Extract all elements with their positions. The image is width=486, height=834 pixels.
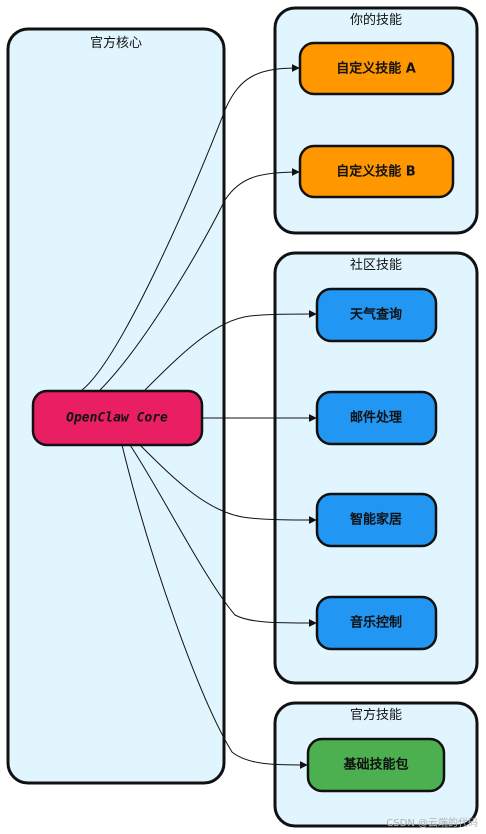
node-smart-home-label: 智能家居 xyxy=(350,512,402,528)
cluster-community-skills: 社区技能 xyxy=(273,251,479,685)
edge-core-to-smarthome xyxy=(139,444,317,524)
node-weather-query-label: 天气查询 xyxy=(350,307,402,323)
cluster-official-core-label: 官方核心 xyxy=(90,35,142,51)
node-custom-skill-b: 自定义技能 B xyxy=(298,144,455,199)
node-basic-skill-pack-label: 基础技能包 xyxy=(342,757,408,773)
node-music-control-label: 音乐控制 xyxy=(350,615,402,631)
node-custom-skill-a: 自定义技能 A xyxy=(298,41,455,96)
node-smart-home: 智能家居 xyxy=(315,492,438,548)
edge-core-to-music xyxy=(129,444,317,627)
node-mail-processing-label: 邮件处理 xyxy=(350,410,402,426)
edge-core-to-basic-pack xyxy=(121,444,308,769)
node-openclaw-core-label: OpenClaw Core xyxy=(66,411,168,426)
edge-core-to-custom-b xyxy=(99,168,300,391)
edges xyxy=(81,64,317,769)
node-weather-query: 天气查询 xyxy=(315,287,438,343)
node-custom-skill-b-label: 自定义技能 B xyxy=(336,164,415,180)
edge-core-to-weather xyxy=(144,310,317,391)
cluster-community-skills-label: 社区技能 xyxy=(350,257,402,273)
node-music-control: 音乐控制 xyxy=(315,595,438,651)
node-openclaw-core: OpenClaw Core xyxy=(31,389,204,447)
watermark-text: CSDN @云端的代码 xyxy=(386,816,478,829)
node-basic-skill-pack: 基础技能包 xyxy=(306,737,446,793)
cluster-official-skills-label: 官方技能 xyxy=(350,707,402,723)
edge-core-to-custom-a xyxy=(81,64,300,391)
cluster-your-skills-label: 你的技能 xyxy=(350,12,402,28)
node-custom-skill-a-label: 自定义技能 A xyxy=(336,61,416,77)
node-mail-processing: 邮件处理 xyxy=(315,390,438,446)
